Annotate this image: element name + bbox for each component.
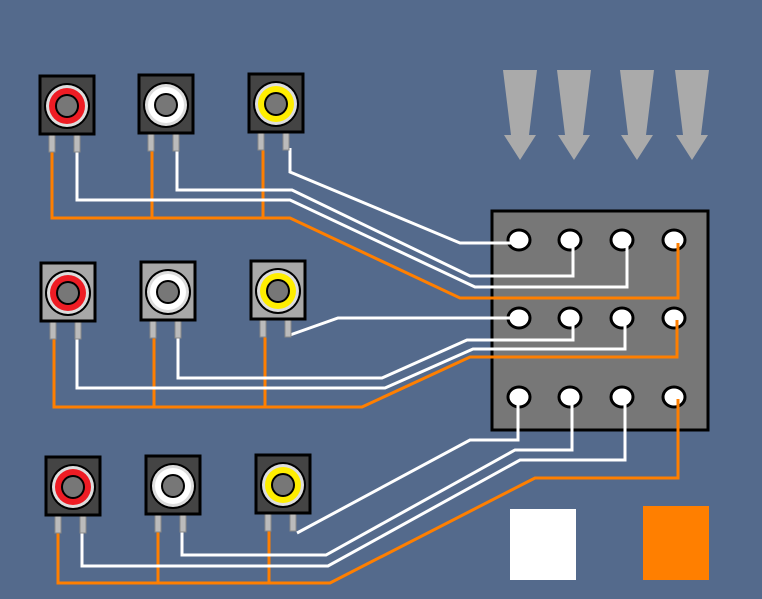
legend-swatches: [510, 506, 709, 580]
rca-jacks: [38, 72, 312, 534]
signal-wire: [80, 398, 627, 568]
wires: [50, 148, 680, 585]
jack-pin: [79, 514, 87, 534]
switch-terminal: [609, 306, 635, 330]
jack-pin: [172, 132, 180, 152]
signal-wire: [176, 320, 575, 380]
rca-jack-red: [39, 261, 97, 340]
signal-wire: [175, 150, 575, 278]
signal-wire: [75, 320, 627, 390]
down-arrow-icon: [675, 70, 709, 160]
signal-wire: [288, 148, 518, 245]
switch-terminal: [661, 228, 687, 252]
signal-wire: [75, 150, 629, 289]
jack-pin: [282, 131, 290, 151]
white-swatch: [510, 509, 576, 580]
signal-wire: [296, 398, 520, 535]
switch-terminal: [609, 385, 635, 409]
jack-pin: [264, 512, 272, 532]
ground-wire: [52, 320, 679, 409]
switch-terminal: [506, 228, 532, 252]
ground-wire: [56, 399, 680, 585]
signal-wire: [180, 398, 574, 557]
jack-center: [273, 475, 293, 495]
jack-pin: [147, 132, 155, 152]
rca-jack-white: [139, 260, 197, 339]
jack-center: [163, 476, 183, 496]
switch-terminal: [557, 385, 583, 409]
jack-center: [268, 281, 288, 301]
down-arrow-icon: [503, 70, 537, 160]
jack-pin: [284, 318, 292, 338]
rca-jack-red: [44, 455, 102, 534]
switch-terminal: [557, 306, 583, 330]
down-arrow-icon: [557, 70, 591, 160]
switch-terminal: [557, 228, 583, 252]
rca-jack-yellow: [247, 72, 305, 151]
jack-pin: [154, 513, 162, 533]
rca-jack-white: [137, 73, 195, 152]
rca-jack-yellow: [254, 453, 312, 532]
jack-center: [158, 282, 178, 302]
jack-pin: [149, 319, 157, 339]
switch-terminal: [609, 228, 635, 252]
jack-center: [156, 95, 176, 115]
switch-terminal: [661, 385, 687, 409]
jack-pin: [289, 512, 297, 532]
orange-swatch: [643, 506, 709, 580]
jack-pin: [259, 318, 267, 338]
signal-wire: [289, 316, 520, 337]
down-arrow-icon: [620, 70, 654, 160]
jack-center: [266, 94, 286, 114]
arrows: [503, 70, 709, 160]
rca-jack-red: [38, 74, 96, 153]
jack-pin: [73, 133, 81, 153]
jack-pin: [74, 320, 82, 340]
rca-jack-yellow: [249, 259, 307, 338]
jack-center: [63, 477, 83, 497]
jack-pin: [174, 319, 182, 339]
jack-center: [58, 283, 78, 303]
jack-pin: [179, 513, 187, 533]
rca-jack-white: [144, 454, 202, 533]
switch-terminal: [661, 306, 687, 330]
jack-pin: [49, 320, 57, 340]
jack-pin: [257, 131, 265, 151]
jack-pin: [48, 133, 56, 153]
jack-center: [57, 96, 77, 116]
jack-pin: [54, 514, 62, 534]
ground-wire: [50, 150, 680, 300]
